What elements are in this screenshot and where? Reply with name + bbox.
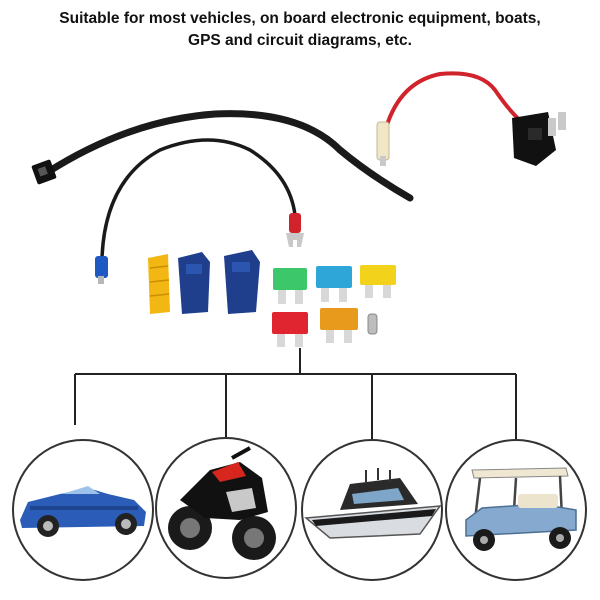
car-circle bbox=[12, 439, 154, 581]
black-wire-icon bbox=[95, 138, 304, 284]
headline-line-1: Suitable for most vehicles, on board ele… bbox=[59, 10, 541, 27]
fuse-icon-orange bbox=[320, 308, 358, 343]
golf-cart-circle bbox=[445, 439, 587, 581]
motorcycle-icon bbox=[168, 446, 276, 560]
golf-cart-icon bbox=[465, 467, 577, 551]
car-icon bbox=[20, 486, 146, 537]
headline-line-2: GPS and circuit diagrams, etc. bbox=[188, 32, 412, 49]
cable-tie-icon bbox=[31, 110, 414, 202]
boat-icon bbox=[304, 468, 442, 539]
yellow-connector-icon bbox=[148, 254, 170, 314]
fuse-icon-red bbox=[272, 312, 308, 347]
motorcycle-circle bbox=[155, 437, 297, 579]
fuse-icon-green bbox=[273, 268, 307, 304]
headline: Suitable for most vehicles, on board ele… bbox=[0, 8, 600, 52]
fuse-icon-blue bbox=[316, 266, 352, 302]
boat-circle bbox=[301, 439, 443, 581]
fuse-tap-icon bbox=[376, 71, 566, 166]
blue-connector-icon bbox=[178, 250, 260, 314]
connector-tree bbox=[74, 348, 517, 440]
fuse-icon-yellow bbox=[360, 265, 396, 298]
small-terminal-icon bbox=[367, 313, 378, 335]
